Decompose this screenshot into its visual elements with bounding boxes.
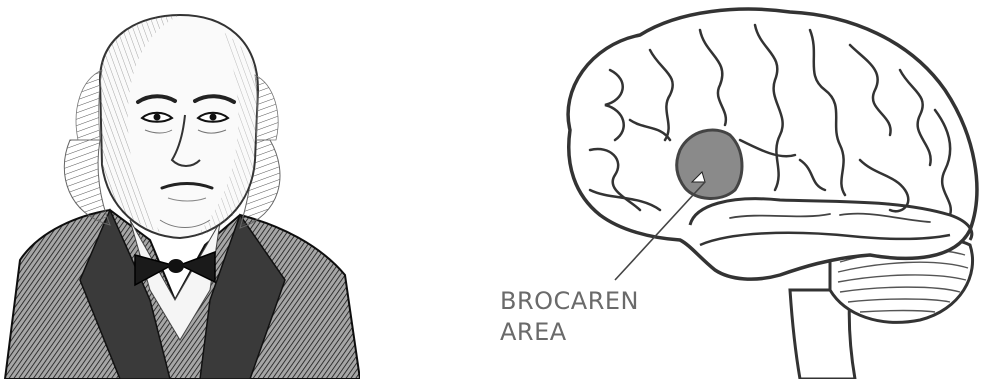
- broca-area-label: BROCAREN AREA: [500, 286, 700, 348]
- label-line-2: AREA: [500, 317, 700, 348]
- portrait-engraving: [0, 0, 360, 379]
- label-line-1: BROCAREN: [500, 286, 700, 317]
- label-pointer-line: [600, 160, 720, 290]
